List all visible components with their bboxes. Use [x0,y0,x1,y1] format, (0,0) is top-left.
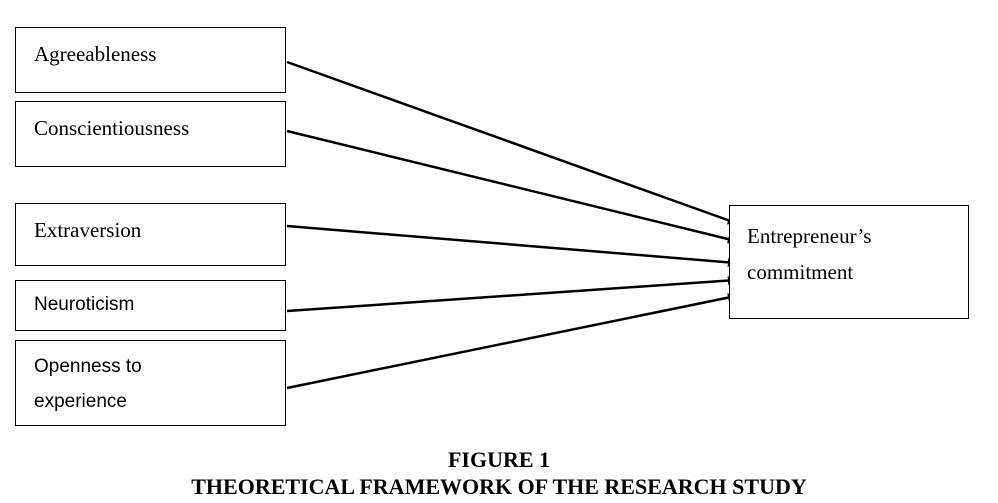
label-extraversion: Extraversion [34,218,142,242]
figure-number: FIGURE 1 [447,447,551,472]
label-conscientiousness: Conscientiousness [34,116,190,140]
arrow-extraversion-to-commitment [286,224,737,267]
label-openness-to-experience: Openness to experience [34,356,142,412]
arrow-conscientiousness-to-commitment [286,129,737,244]
box-entrepreneurs-commitment: Entrepreneur’s commitment [729,205,969,319]
box-openness-to-experience: Openness to experience [15,340,286,426]
arrow-openness-to-commitment [286,293,737,390]
label-agreeableness: Agreeableness [34,42,157,66]
arrow-neuroticism-to-commitment [286,276,737,313]
arrow-agreeableness-to-commitment [286,60,737,225]
box-extraversion: Extraversion [15,203,286,266]
box-agreeableness: Agreeableness [15,27,286,93]
label-neuroticism: Neuroticism [34,294,135,315]
label-entrepreneurs-commitment: Entrepreneur’s commitment [747,224,872,284]
figure-title: THEORETICAL FRAMEWORK OF THE RESEARCH ST… [191,474,807,499]
box-conscientiousness: Conscientiousness [15,101,286,167]
box-neuroticism: Neuroticism [15,280,286,331]
